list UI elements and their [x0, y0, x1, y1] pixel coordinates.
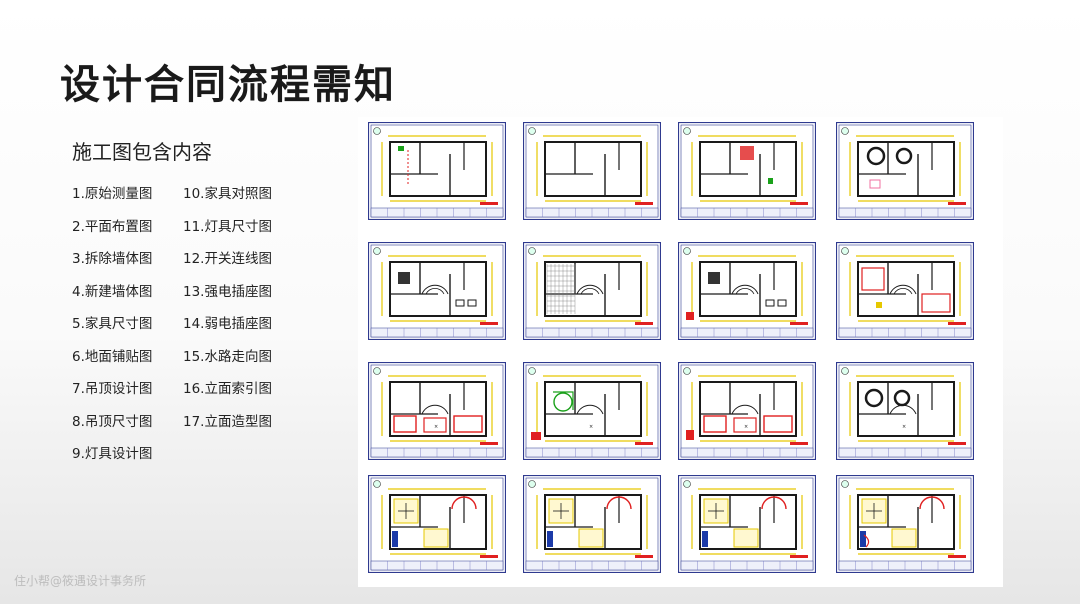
blueprint-thumbnail: [678, 242, 816, 340]
drawing-list-column-1: 1.原始测量图 2.平面布置图 3.拆除墙体图 4.新建墙体图 5.家具尺寸图 …: [72, 184, 152, 477]
blueprint-thumbnail: ×: [836, 362, 974, 460]
list-item: 1.原始测量图: [72, 186, 153, 202]
list-item: 9.灯具设计图: [72, 446, 153, 462]
list-item: 10.家具对照图: [183, 186, 272, 202]
list-item: 13.强电插座图: [183, 283, 272, 300]
list-item: 5.家具尺寸图: [72, 316, 153, 332]
blueprint-thumbnail: [523, 242, 661, 340]
blueprint-thumbnail-panel: × × × ×: [358, 117, 1003, 587]
list-item: 8.吊顶尺寸图: [72, 413, 153, 430]
blueprint-thumbnail: [368, 122, 506, 220]
slide-title: 设计合同流程需知: [60, 62, 396, 108]
blueprint-thumbnail: [836, 122, 974, 220]
svg-text:×: ×: [744, 424, 748, 430]
list-item: 3.拆除墙体图: [72, 251, 153, 267]
blueprint-thumbnail: [678, 475, 816, 573]
svg-text:×: ×: [434, 424, 438, 430]
list-item: 4.新建墙体图: [72, 283, 153, 300]
blueprint-thumbnail: ×: [368, 362, 506, 460]
list-item: 14.弱电插座图: [183, 316, 272, 332]
blueprint-thumbnail: ×: [678, 362, 816, 460]
list-item: 17.立面造型图: [183, 413, 272, 430]
watermark: 住小帮@筱遇设计事务所: [14, 574, 147, 588]
list-item: 11.灯具尺寸图: [183, 218, 272, 235]
blueprint-thumbnail: [523, 475, 661, 573]
svg-text:×: ×: [589, 424, 593, 430]
slide-subtitle: 施工图包含内容: [72, 140, 212, 164]
list-item: 7.吊顶设计图: [72, 381, 153, 397]
blueprint-thumbnail: [836, 475, 974, 573]
blueprint-thumbnail: [523, 122, 661, 220]
list-item: 6.地面铺贴图: [72, 348, 153, 365]
list-item: 12.开关连线图: [183, 251, 272, 267]
drawing-list-column-2: 10.家具对照图 11.灯具尺寸图 12.开关连线图 13.强电插座图 14.弱…: [183, 184, 272, 444]
blueprint-thumbnail: [368, 475, 506, 573]
blueprint-thumbnail: [678, 122, 816, 220]
blueprint-thumbnail: ×: [523, 362, 661, 460]
list-item: 2.平面布置图: [72, 218, 153, 235]
blueprint-thumbnail: [836, 242, 974, 340]
blueprint-thumbnail: [368, 242, 506, 340]
list-item: 15.水路走向图: [183, 348, 272, 365]
list-item: 16.立面索引图: [183, 381, 272, 397]
svg-text:×: ×: [902, 424, 906, 430]
